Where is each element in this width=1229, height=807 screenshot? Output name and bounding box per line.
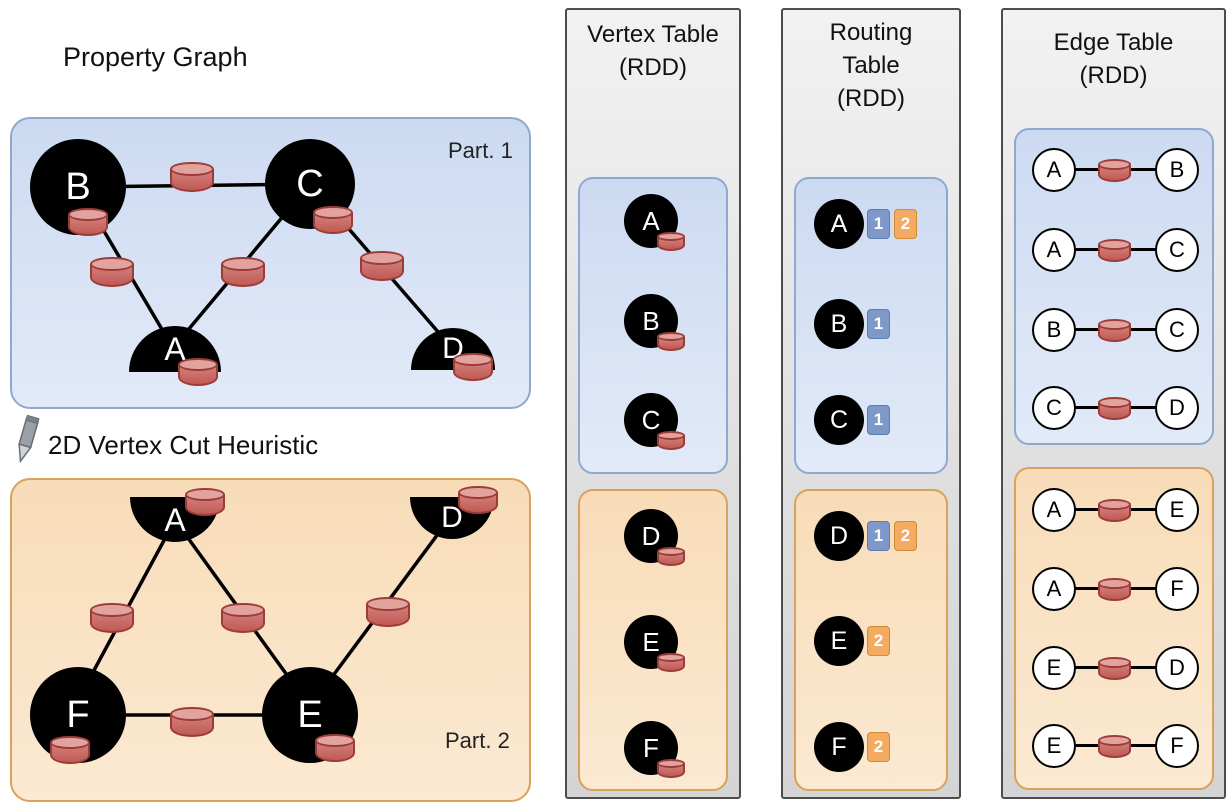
edge-dst-vertex: D <box>1155 386 1199 430</box>
edge-property-cylinder <box>170 707 214 737</box>
vertex-property-cylinder <box>185 488 225 516</box>
vertex-property-cylinder <box>657 431 685 450</box>
routing-badge-partition2: 2 <box>894 521 917 551</box>
routing-entry-F: F <box>814 722 864 772</box>
edge-dst-vertex: F <box>1155 567 1199 611</box>
routing-badge-partition1: 1 <box>867 405 890 435</box>
vertex-property-cylinder <box>657 332 685 351</box>
property-graph-title: Property Graph <box>63 42 248 72</box>
edge-src-vertex: B <box>1032 308 1076 352</box>
vertex-property-cylinder <box>315 734 355 762</box>
routing-entry-E: E <box>814 616 864 666</box>
partition2-label: Part. 2 <box>445 728 510 753</box>
edge-property-cylinder <box>170 162 214 192</box>
routing-entry-C: C <box>814 395 864 445</box>
edge-src-vertex: A <box>1032 567 1076 611</box>
routing-badge-partition1: 1 <box>867 521 890 551</box>
vertex-table-entry-F: F <box>624 721 678 775</box>
vertex-property-cylinder <box>68 208 108 236</box>
edge-dst-vertex: D <box>1155 646 1199 690</box>
vertex-table-entry-C: C <box>624 393 678 447</box>
edge-dst-vertex: B <box>1155 148 1199 192</box>
edge-src-vertex: A <box>1032 148 1076 192</box>
edge-src-vertex: E <box>1032 646 1076 690</box>
edge-property-cylinder <box>90 603 134 633</box>
vertex-property-cylinder <box>657 547 685 566</box>
routing-entry-D: D <box>814 511 864 561</box>
edge-src-vertex: E <box>1032 724 1076 768</box>
edge-property-cylinder <box>221 603 265 633</box>
partition1-label: Part. 1 <box>448 138 513 163</box>
vertex-property-cylinder <box>178 358 218 386</box>
routing-badge-partition2: 2 <box>867 626 890 656</box>
edge-property-cylinder <box>1098 735 1131 758</box>
edge-property-cylinder <box>1098 657 1131 680</box>
edge-table-title-line1: Edge Table <box>1053 29 1174 56</box>
routing-badge-partition2: 2 <box>867 732 890 762</box>
edge-table-title: Edge Table (RDD) <box>1001 26 1226 92</box>
edge-property-cylinder <box>360 251 404 281</box>
edge-dst-vertex: C <box>1155 228 1199 272</box>
vertex-property-cylinder <box>50 736 90 764</box>
vertex-property-cylinder <box>657 232 685 251</box>
edge-src-vertex: A <box>1032 488 1076 532</box>
vertex-property-cylinder <box>657 759 685 778</box>
routing-table-title: Routing Table (RDD) <box>781 16 961 115</box>
vertex-table-title-line2: (RDD) <box>619 54 687 81</box>
routing-badge-partition1: 1 <box>867 209 890 239</box>
vertex-property-cylinder <box>453 353 493 381</box>
vertex-table-title-line1: Vertex Table <box>587 21 719 48</box>
edge-property-cylinder <box>221 257 265 287</box>
routing-table-title-line2: Table <box>842 52 900 79</box>
vertex-property-cylinder <box>458 486 498 514</box>
routing-entry-B: B <box>814 299 864 349</box>
edge-property-cylinder <box>1098 159 1131 182</box>
edge-src-vertex: C <box>1032 386 1076 430</box>
edge-property-cylinder <box>1098 499 1131 522</box>
vertex-table-entry-E: E <box>624 615 678 669</box>
edge-property-cylinder <box>1098 578 1131 601</box>
edge-table-title-line2: (RDD) <box>1079 62 1148 89</box>
edge-property-cylinder <box>1098 397 1131 420</box>
pencil-icon <box>18 414 40 464</box>
edge-property-cylinder <box>1098 239 1131 262</box>
edge-dst-vertex: F <box>1155 724 1199 768</box>
vertex-property-cylinder <box>313 206 353 234</box>
routing-badge-partition2: 2 <box>894 209 917 239</box>
vertex-property-cylinder <box>657 653 685 672</box>
edge-dst-vertex: C <box>1155 308 1199 352</box>
edge-dst-vertex: E <box>1155 488 1199 532</box>
routing-table-title-line1: Routing <box>829 19 913 46</box>
edge-property-cylinder <box>90 257 134 287</box>
routing-table-title-line3: (RDD) <box>837 85 905 112</box>
routing-badge-partition1: 1 <box>867 309 890 339</box>
vertex-table-title: Vertex Table (RDD) <box>565 18 741 84</box>
vertex-cut-label: 2D Vertex Cut Heuristic <box>48 430 319 460</box>
edge-property-cylinder <box>366 597 410 627</box>
routing-entry-A: A <box>814 199 864 249</box>
vertex-table-entry-D: D <box>624 509 678 563</box>
edge-property-cylinder <box>1098 319 1131 342</box>
edge-src-vertex: A <box>1032 228 1076 272</box>
